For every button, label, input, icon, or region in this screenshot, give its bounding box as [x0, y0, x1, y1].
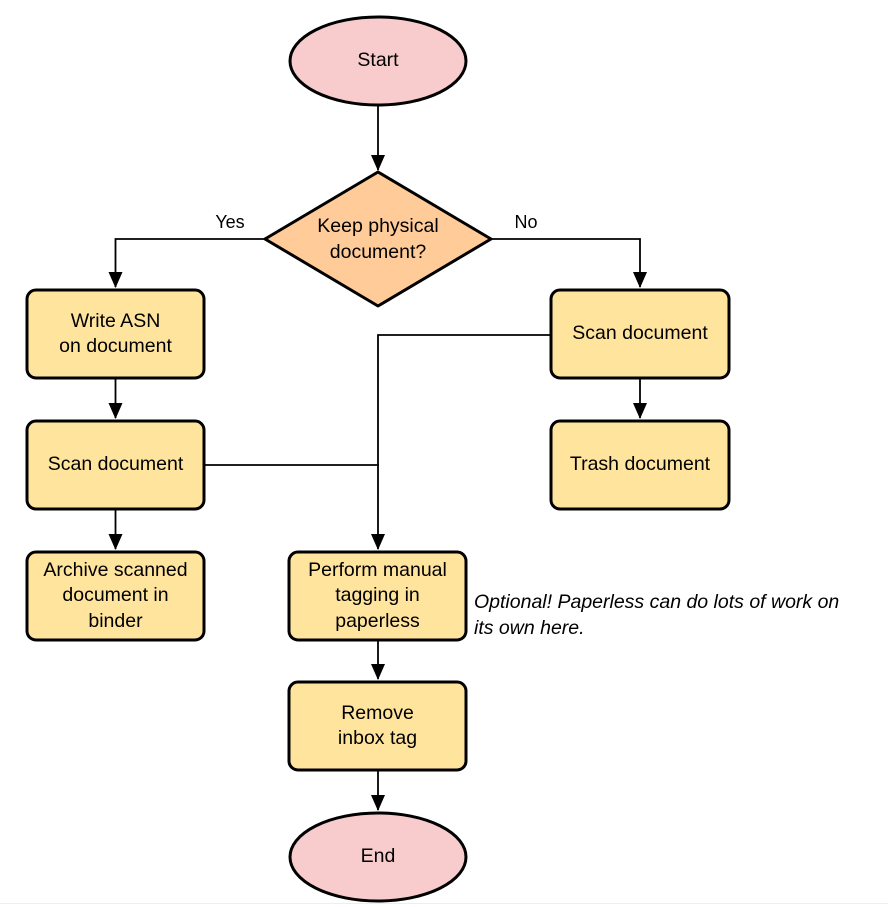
edge-label-yes: Yes [215, 211, 245, 232]
archive-process-shape [25, 550, 206, 642]
edge-decision-yes-to-write-asn [108, 238, 264, 288]
start-terminal-shape [288, 15, 468, 107]
remove-inbox-process-shape [287, 680, 468, 772]
edge-decision-no-to-scan-right [492, 238, 647, 288]
scan-left-process-shape [25, 419, 206, 511]
optional-annotation: Optional! Paperless can do lots of work … [474, 591, 840, 639]
end-terminal-shape [288, 811, 468, 903]
scan-right-process-shape [549, 288, 731, 380]
edge-label-no: No [514, 211, 538, 232]
page-bottom-border [0, 903, 888, 904]
edge-scan-right-to-tagging [371, 334, 551, 550]
trash-process-shape [549, 419, 731, 511]
decision-diamond-shape [263, 170, 493, 308]
write-asn-process-shape [25, 288, 206, 380]
tagging-process-shape [287, 550, 468, 642]
